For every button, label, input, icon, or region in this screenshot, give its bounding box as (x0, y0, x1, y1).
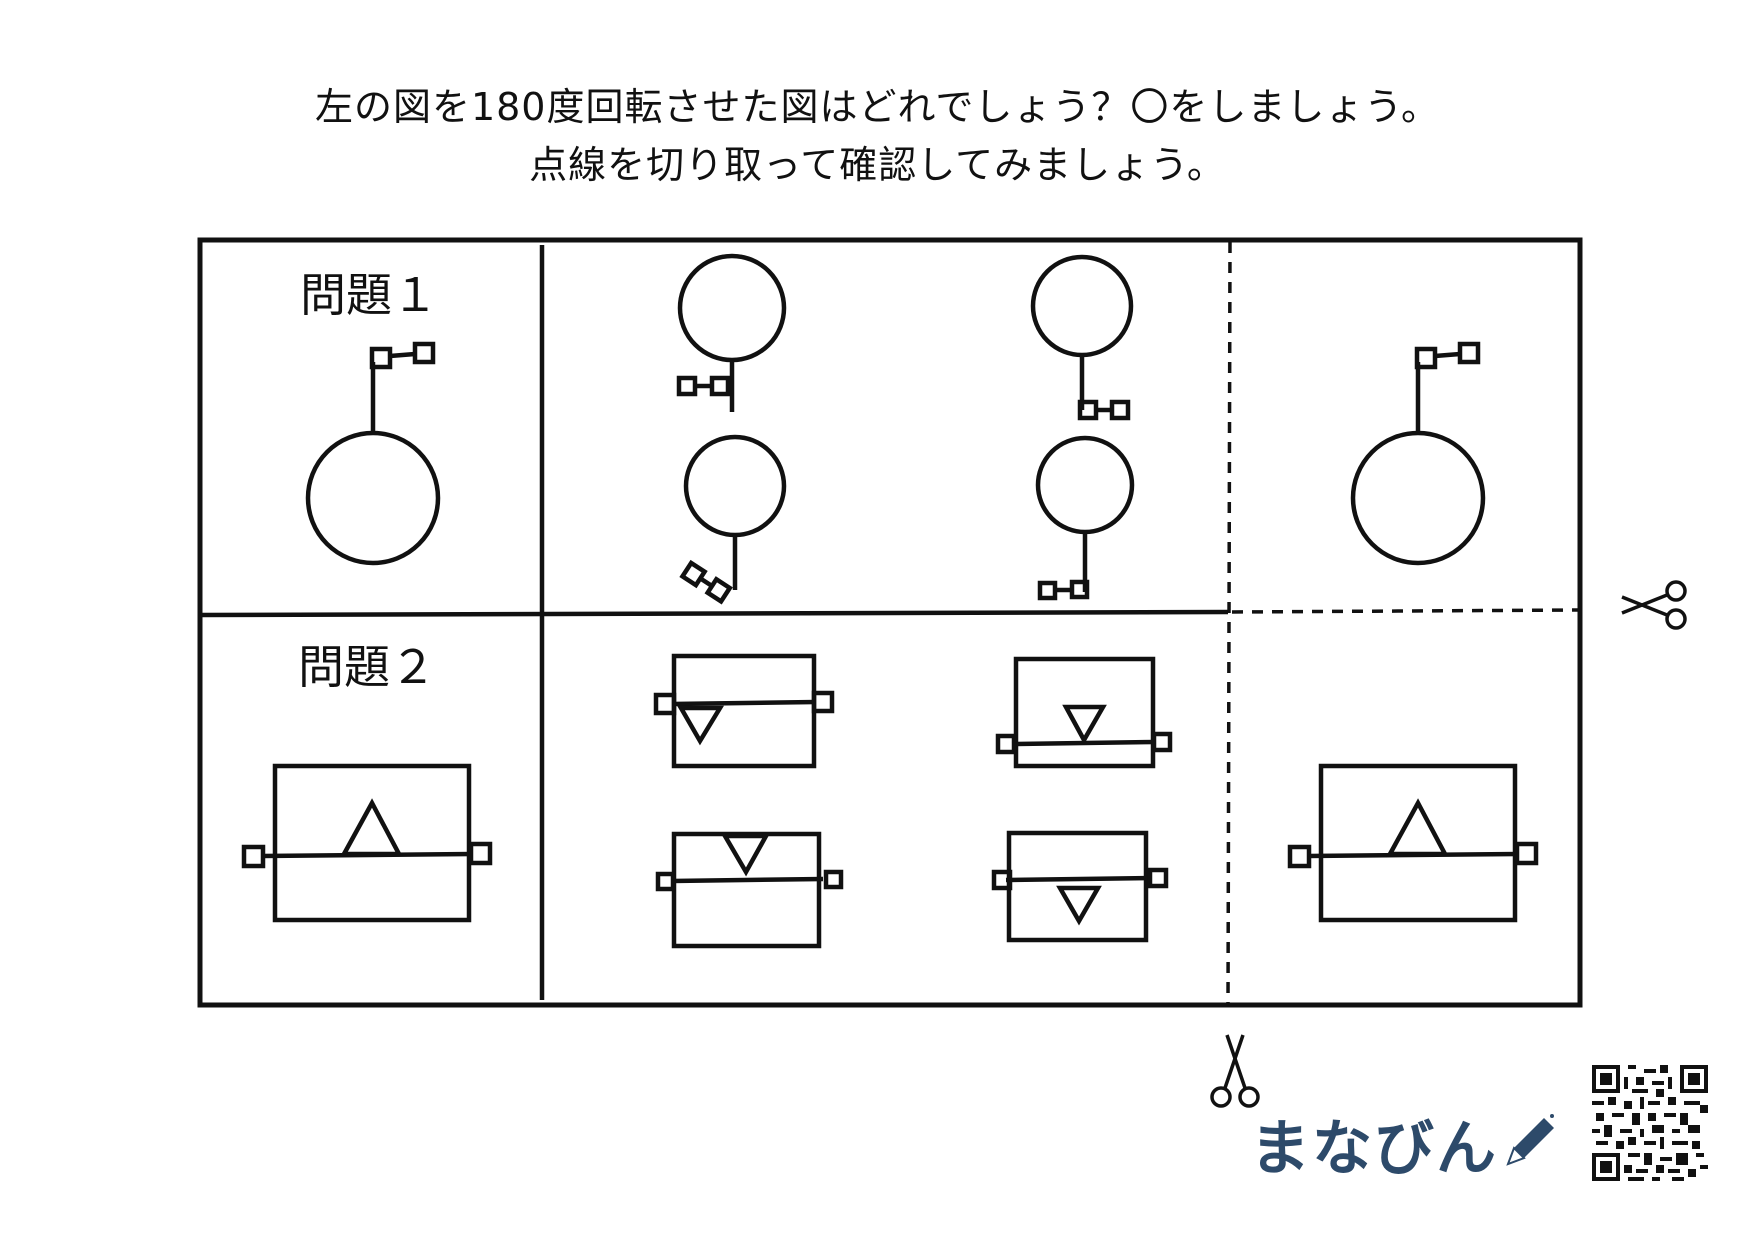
row-divider (199, 609, 1229, 618)
pencil-icon (1506, 1114, 1554, 1166)
brand-logo: まなびん (1250, 1114, 1498, 1184)
p1-choice-1[interactable] (676, 253, 787, 412)
p1-choice-4[interactable] (1035, 435, 1135, 601)
p1-original-figure (305, 341, 441, 566)
instructions: 左の図を180度回転させた図はどれでしょう？〇をしましょう。 点線を切り取って確… (0, 78, 1755, 194)
problem-1-label: 問題１ (300, 268, 438, 322)
instruction-line-2: 点線を切り取って確認してみましょう。 (529, 143, 1226, 187)
p2-cutout-figure[interactable] (1287, 763, 1539, 923)
p2-choice-2[interactable] (995, 656, 1173, 769)
p1-choice-3[interactable] (679, 434, 787, 605)
p2-choice-3[interactable] (655, 831, 844, 949)
cut-line-vertical (1226, 241, 1232, 1004)
cut-line-horizontal (1231, 608, 1581, 614)
problem-2-label: 問題２ (298, 640, 436, 694)
p2-original-figure (241, 763, 493, 923)
outer-frame (197, 237, 1583, 1008)
instruction-line-1: 左の図を180度回転させた図はどれでしょう？〇をしましょう。 (314, 85, 1441, 129)
p1-cutout-figure[interactable] (1350, 341, 1486, 566)
p1-choice-2[interactable] (1030, 254, 1134, 421)
p2-choice-4[interactable] (991, 830, 1169, 943)
scissors-icon (1210, 1034, 1260, 1108)
scissors-icon (1621, 580, 1687, 630)
qr-code[interactable] (1592, 1065, 1708, 1181)
p2-choice-1[interactable] (653, 653, 835, 769)
